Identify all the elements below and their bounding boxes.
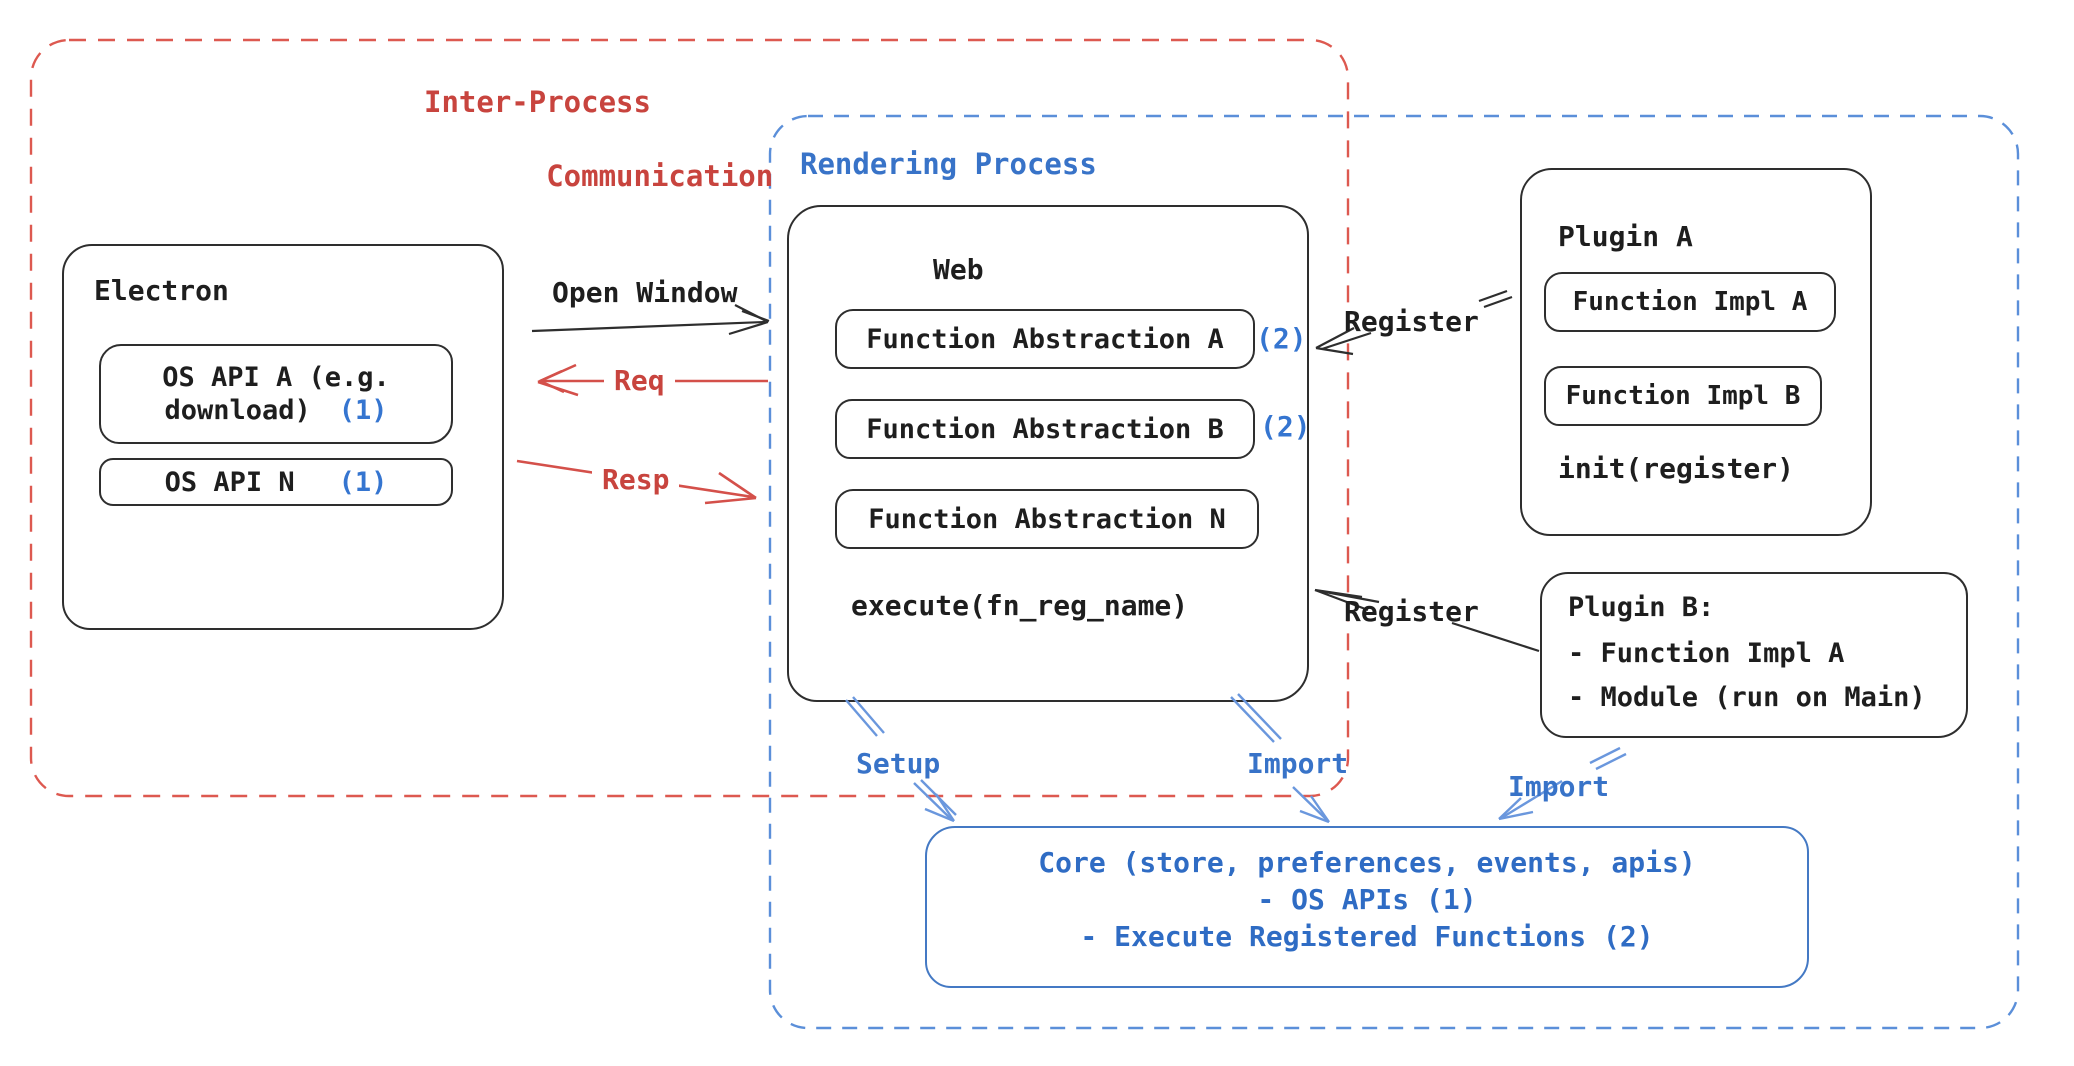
function-abstraction-n-box: Function Abstraction N bbox=[835, 489, 1259, 549]
function-impl-a-box: Function Impl A bbox=[1544, 272, 1836, 332]
open-window-label: Open Window bbox=[552, 276, 738, 309]
resp-label: Resp bbox=[592, 463, 680, 496]
open-window-arrow bbox=[531, 304, 770, 336]
setup-label: Setup bbox=[856, 747, 941, 780]
os-api-n-label: OS API N bbox=[164, 466, 295, 498]
plugin-a-init-label: init(register) bbox=[1558, 452, 1795, 485]
plugin-b-item-1: - Function Impl A bbox=[1568, 638, 1845, 669]
function-abstraction-a-box: Function Abstraction A bbox=[835, 309, 1255, 369]
electron-box: Electron OS API A (e.g. download) (1) OS … bbox=[62, 244, 504, 630]
register-bottom-label: Register bbox=[1344, 595, 1479, 628]
os-api-n-box: OS API N (1) bbox=[99, 458, 453, 506]
execute-call-label: execute(fn_reg_name) bbox=[851, 589, 1189, 622]
core-line-3: - Execute Registered Functions (2) bbox=[1080, 920, 1654, 953]
rendering-region-label: Rendering Process bbox=[800, 147, 1097, 181]
core-line-1: Core (store, preferences, events, apis) bbox=[1038, 846, 1696, 879]
import-right-label: Import bbox=[1508, 770, 1610, 803]
ipc-region-label: Inter-Process Communication bbox=[424, 84, 773, 195]
electron-title: Electron bbox=[94, 274, 229, 307]
plugin-a-title: Plugin A bbox=[1558, 220, 1693, 253]
function-abstraction-b-box: Function Abstraction B bbox=[835, 399, 1255, 459]
ipc-label-line1: Inter-Process bbox=[424, 85, 651, 119]
fn-b-ref: (2) bbox=[1260, 410, 1311, 443]
os-api-a-line1: OS API A (e.g. bbox=[162, 362, 390, 393]
register-top-label: Register bbox=[1344, 305, 1479, 338]
plugin-b-box: Plugin B: - Function Impl A - Module (ru… bbox=[1540, 572, 1968, 738]
os-api-a-ref: (1) bbox=[338, 395, 388, 426]
os-api-a-line2: download) (1) bbox=[164, 394, 387, 427]
core-box: Core (store, preferences, events, apis) … bbox=[925, 826, 1809, 988]
fn-a-ref: (2) bbox=[1256, 322, 1307, 355]
os-api-n-ref: (1) bbox=[338, 466, 388, 498]
req-label: Req bbox=[604, 364, 675, 397]
import-mid-label: Import bbox=[1247, 747, 1349, 780]
plugin-b-item-2: - Module (run on Main) bbox=[1568, 682, 1926, 713]
core-line-2: - OS APIs (1) bbox=[1257, 883, 1477, 916]
web-box: Web Function Abstraction A Function Abst… bbox=[787, 205, 1309, 702]
os-api-a-line2-text: download) bbox=[164, 395, 311, 426]
os-api-a-box: OS API A (e.g. download) (1) bbox=[99, 344, 453, 444]
ipc-label-line2: Communication bbox=[546, 159, 774, 193]
web-title: Web bbox=[933, 253, 984, 286]
plugin-a-box: Plugin A Function Impl A Function Impl B… bbox=[1520, 168, 1872, 536]
function-impl-b-box: Function Impl B bbox=[1544, 366, 1822, 426]
plugin-b-title: Plugin B: bbox=[1568, 592, 1715, 623]
